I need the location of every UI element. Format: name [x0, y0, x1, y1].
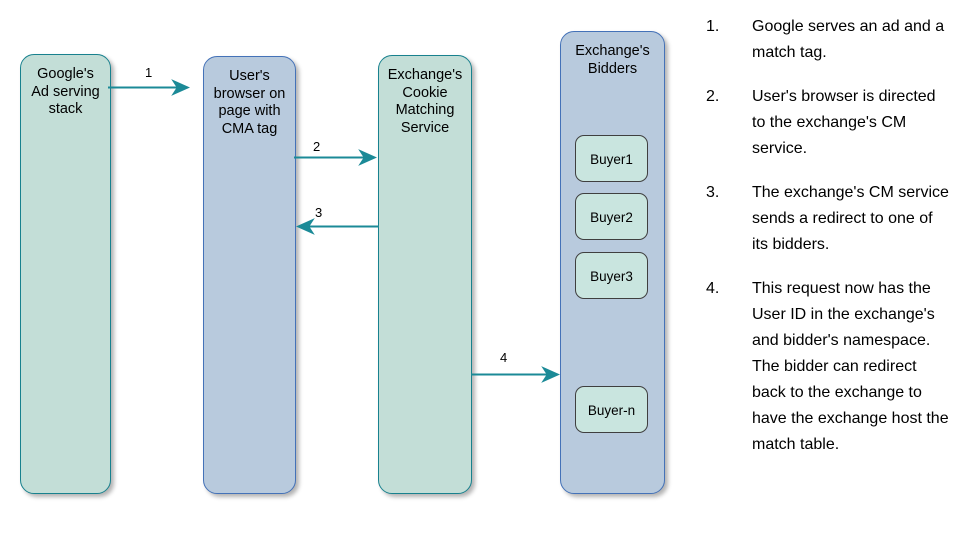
list-item: 2. User's browser is directed to the exc…: [706, 84, 950, 162]
lane-google-ad-serving-stack: Google's Ad serving stack: [20, 54, 111, 494]
step-text: Google serves an ad and a match tag.: [752, 18, 945, 61]
lane-title: User's browser on page with CMA tag: [213, 68, 286, 137]
arrow-2-browser-to-cms: [294, 149, 378, 166]
steps-list: 1. Google serves an ad and a match tag. …: [706, 14, 950, 476]
step-number: 4.: [706, 280, 720, 297]
lane-title: Exchange's Bidders: [575, 43, 650, 77]
step-text: User's browser is directed to the exchan…: [752, 88, 936, 157]
step-text: The exchange's CM service sends a redire…: [752, 184, 949, 253]
arrow-1-google-to-browser: [108, 79, 191, 96]
lane-exchange-cookie-matching-service: Exchange's Cookie Matching Service: [378, 55, 472, 494]
arrow-3-cms-to-browser: [295, 218, 379, 235]
lane-title: Google's Ad serving stack: [31, 66, 100, 117]
arrow-4-cms-to-bidders: [471, 366, 561, 383]
arrow-4-label: 4: [500, 350, 508, 365]
list-item: 3. The exchange's CM service sends a red…: [706, 180, 950, 258]
arrow-3-label: 3: [315, 205, 323, 220]
arrow-2-label: 2: [313, 139, 321, 154]
buyer-box: Buyer2: [575, 193, 648, 240]
buyer-box: Buyer1: [575, 135, 648, 182]
lane-user-browser: User's browser on page with CMA tag: [203, 56, 296, 494]
buyer-box: Buyer-n: [575, 386, 648, 433]
buyer-box: Buyer3: [575, 252, 648, 299]
arrow-1-label: 1: [145, 65, 153, 80]
list-item: 4. This request now has the User ID in t…: [706, 276, 950, 458]
step-number: 3.: [706, 184, 720, 201]
step-text: This request now has the User ID in the …: [752, 280, 949, 453]
lane-title: Exchange's Cookie Matching Service: [387, 67, 463, 136]
step-number: 2.: [706, 88, 720, 105]
step-number: 1.: [706, 18, 720, 35]
list-item: 1. Google serves an ad and a match tag.: [706, 14, 950, 66]
